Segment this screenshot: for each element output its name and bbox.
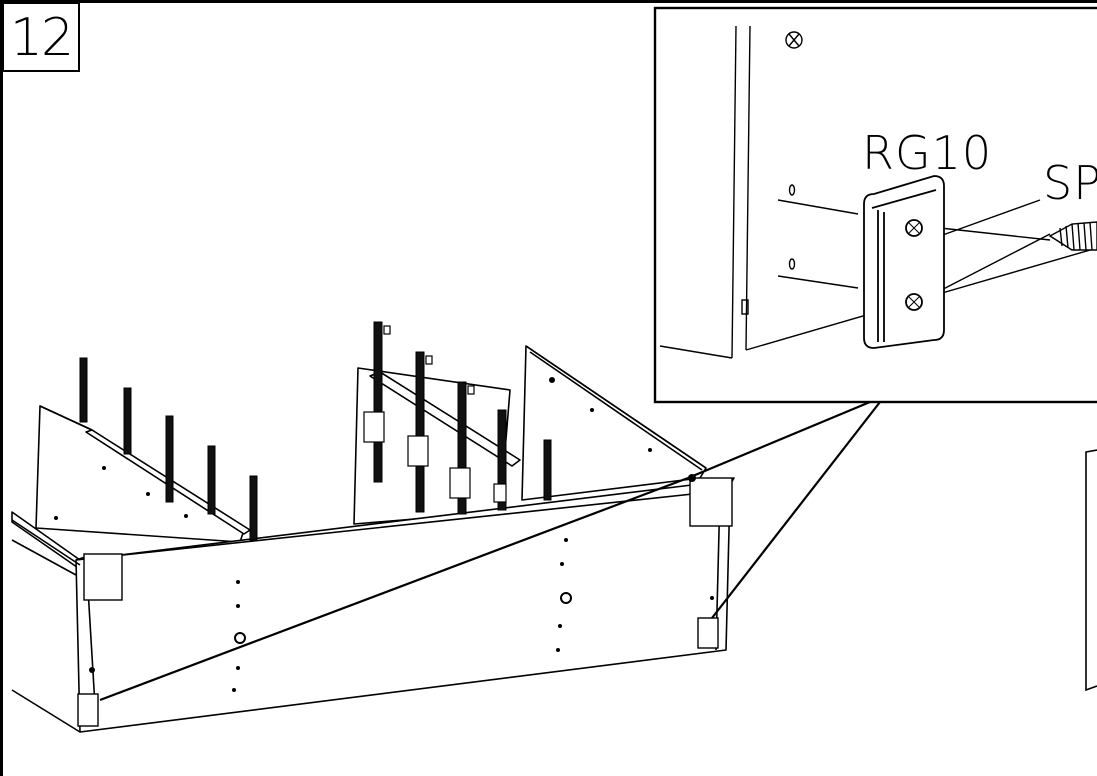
part-label-rg10: RG10 — [862, 126, 993, 180]
screw-head-icon — [785, 31, 803, 49]
step-number-box: 12 — [2, 2, 80, 72]
bracket-left-top — [83, 553, 123, 601]
detail-inset — [653, 6, 1097, 692]
vertical-rails — [79, 321, 552, 541]
rg10-part — [863, 175, 945, 349]
sp-screw — [1048, 221, 1097, 251]
step-number: 12 — [9, 8, 74, 68]
bracket-left-bottom — [77, 693, 99, 727]
bracket-right-bottom — [697, 617, 719, 649]
cabinet-assembly — [11, 345, 735, 733]
corner-brackets — [77, 477, 733, 727]
partial-panel — [1085, 449, 1097, 692]
bracket-right-top — [689, 477, 733, 527]
callout-leader-lines — [99, 400, 881, 702]
part-label-sp: SP — [1043, 156, 1097, 210]
rail-clips — [363, 325, 507, 503]
front-panel — [75, 489, 731, 733]
